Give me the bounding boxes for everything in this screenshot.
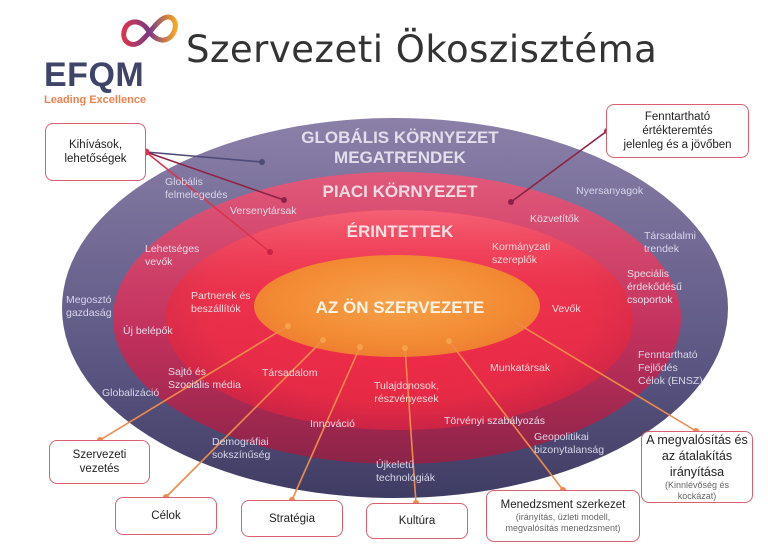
callout-strategy: Stratégia bbox=[241, 500, 343, 537]
callout-leadership: Szervezeti vezetés bbox=[49, 440, 150, 484]
callout-sustainable-value: Fenntartható értékteremtés jelenleg és a… bbox=[606, 104, 749, 158]
stakeholder-item-customers: Vevők bbox=[552, 303, 581, 315]
global-item-raw-materials: Nyersanyagok bbox=[576, 185, 644, 197]
callout-management-structure: Menedzsment szerkezet (irányítás, üzleti… bbox=[486, 490, 640, 542]
ring-label-global: GLOBÁLIS KÖRNYEZET MEGATRENDEK bbox=[270, 128, 530, 168]
stakeholder-item-owners: Tulajdonosok,részvényesek bbox=[374, 380, 439, 405]
callout-goals: Célok bbox=[115, 497, 217, 535]
market-item-innovation: Innováció bbox=[310, 418, 355, 430]
infinity-loop-icon bbox=[121, 14, 178, 47]
callout-execution: A megvalósítás és az átalakítás irányítá… bbox=[641, 431, 753, 503]
market-item-regulation: Törvényi szabályozás bbox=[444, 415, 545, 427]
ring-label-stakeholders: ÉRINTETTEK bbox=[346, 222, 454, 241]
market-item-new-entrants: Új belépők bbox=[123, 325, 173, 337]
callout-challenges: Kihívások, lehetőségek bbox=[45, 123, 146, 181]
market-item-intermediaries: Közvetítők bbox=[530, 213, 580, 225]
ring-label-market: PIACI KÖRNYEZET bbox=[322, 182, 478, 201]
ring-label-organization: AZ ÖN SZERVEZETE bbox=[315, 298, 485, 317]
callout-culture: Kultúra bbox=[366, 503, 468, 539]
stakeholder-item-society: Társadalom bbox=[262, 367, 318, 379]
global-item-globalization: Globalizáció bbox=[102, 387, 160, 399]
ring-label-global-line1: GLOBÁLIS KÖRNYEZET bbox=[301, 128, 499, 147]
efqm-logo: EFQM bbox=[44, 56, 145, 94]
ring-organization bbox=[254, 255, 540, 357]
logo-tagline: Leading Excellence bbox=[44, 94, 147, 106]
market-item-competitors: Versenytársak bbox=[230, 205, 297, 217]
ring-label-global-line2: MEGATRENDEK bbox=[334, 148, 466, 167]
stakeholder-item-employees: Munkatársak bbox=[490, 362, 551, 374]
page-title: Szervezeti Ökoszisztéma bbox=[186, 28, 658, 71]
